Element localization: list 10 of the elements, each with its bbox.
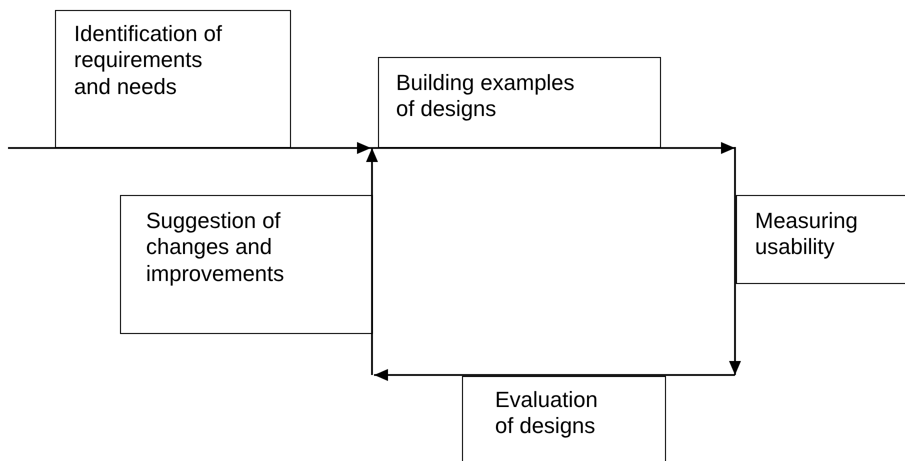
- process-box: Suggestion of changes and improvements: [120, 195, 373, 334]
- arrow: [8, 142, 371, 154]
- arrow: [371, 142, 735, 154]
- arrow: [729, 147, 741, 375]
- process-box: Identification of requirements and needs: [55, 10, 291, 148]
- process-box: Building examples of designs: [378, 57, 661, 148]
- process-box: Evaluation of designs: [462, 376, 666, 461]
- process-box: Measuring usability: [736, 195, 905, 284]
- arrow: [374, 369, 735, 381]
- arrow: [366, 148, 378, 376]
